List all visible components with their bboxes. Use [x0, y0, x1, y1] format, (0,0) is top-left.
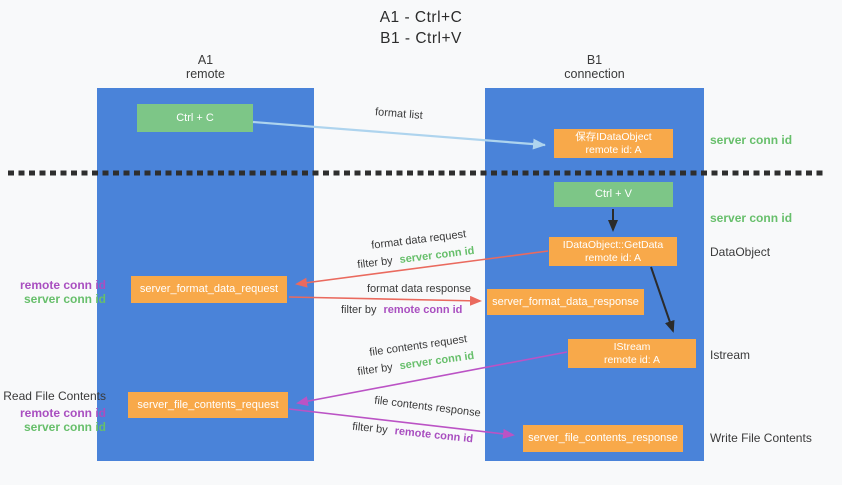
node-save-idataobject: 保存IDataObject remote id: A	[554, 129, 673, 158]
istream-line2: remote id: A	[603, 353, 661, 366]
lane-b1-name: B1	[586, 53, 603, 67]
ctrl-c-label: Ctrl + C	[176, 111, 214, 124]
title-line-1: A1 - Ctrl+C	[379, 9, 463, 26]
annotation-server-conn-id-2: server conn id	[23, 420, 106, 434]
lane-header-b1: B1 connection	[485, 53, 704, 81]
annotation-remote-conn-id-1: remote conn id	[19, 278, 106, 292]
node-ctrl-v: Ctrl + V	[554, 182, 673, 207]
label-format-data-response: format data response	[367, 283, 471, 295]
annotation-server-conn-id-top: server conn id	[710, 133, 793, 147]
arrow-format-data-request	[295, 250, 549, 288]
ctrl-v-label: Ctrl + V	[595, 188, 632, 200]
getdata-line2: remote id: A	[584, 251, 642, 264]
lane-header-a1: A1 remote	[97, 53, 314, 81]
arrow-file-contents-response	[288, 408, 515, 439]
istream-line1: IStream	[613, 341, 651, 353]
lane-a1-name: A1	[197, 53, 214, 67]
arrow-format-list	[252, 120, 546, 150]
save-idataobject-line2: remote id: A	[585, 143, 642, 156]
title-line-2: B1 - Ctrl+V	[380, 30, 462, 47]
node-server-file-contents-request: server_file_contents_request	[128, 392, 288, 418]
format-request-label: server_format_data_request	[139, 283, 279, 295]
annotation-server-conn-id-mid: server conn id	[710, 211, 793, 225]
label-filter-by-remote-conn-id-1: filter by remote conn id	[341, 304, 462, 316]
node-server-format-data-response: server_format_data_response	[487, 289, 644, 315]
annotation-istream: Istream	[710, 348, 751, 362]
arrow-file-contents-request	[296, 351, 568, 407]
remote-conn-id-text: remote conn id	[383, 304, 463, 316]
lane-b1-role: connection	[564, 67, 625, 81]
node-server-format-data-request: server_format_data_request	[131, 276, 287, 303]
format-response-label: server_format_data_response	[492, 295, 639, 308]
arrow-format-data-response	[288, 295, 482, 306]
annotation-remote-conn-id-2: remote conn id	[19, 406, 106, 420]
save-idataobject-line1: 保存IDataObject	[575, 131, 652, 143]
node-ctrl-c: Ctrl + C	[137, 104, 253, 132]
node-idataobject-getdata: IDataObject::GetData remote id: A	[549, 237, 677, 266]
annotation-dataobject: DataObject	[710, 245, 771, 259]
annotation-server-conn-id-1: server conn id	[23, 292, 106, 306]
annotation-read-file-contents: Read File Contents	[3, 389, 106, 403]
getdata-line1: IDataObject::GetData	[562, 239, 664, 251]
node-server-file-contents-response: server_file_contents_response	[523, 425, 683, 452]
diagram-title: A1 - Ctrl+C B1 - Ctrl+V	[0, 7, 842, 49]
annotation-write-file-contents: Write File Contents	[710, 431, 812, 445]
lane-a1-role: remote	[186, 67, 225, 81]
filter-by-text: filter by	[341, 304, 377, 316]
arrow-getdata-to-istream	[650, 266, 675, 333]
file-response-label: server_file_contents_response	[528, 432, 678, 444]
file-request-label: server_file_contents_request	[137, 398, 279, 411]
node-istream: IStream remote id: A	[568, 339, 696, 368]
